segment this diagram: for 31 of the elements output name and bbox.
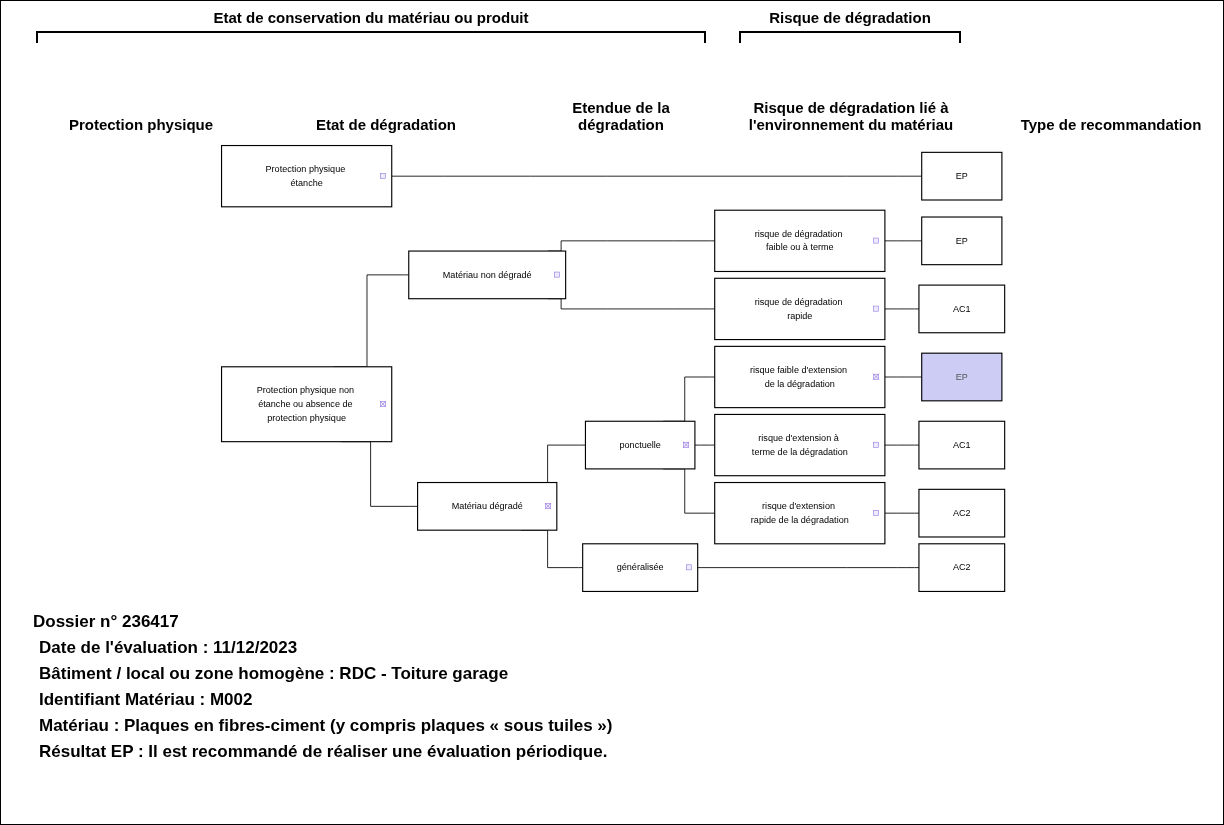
column-heading: Etendue de la dégradation [571,98,671,133]
column-heading: Protection physique [67,115,215,133]
node-box: AC2 [918,488,1006,538]
node-box: généralisée [582,543,699,592]
info-line: Bâtiment / local ou zone homogène : RDC - Toiture garage [38,663,510,685]
node-box: EP [921,151,1003,201]
node-box: EP [921,352,1003,402]
info-line: Date de l'évaluation : 11/12/2023 [38,637,299,659]
node-box: EP [921,216,1003,266]
node-box: risque de dégradation rapide [714,277,886,341]
node-box: Matériau non dégradé [408,250,567,300]
group-heading: Etat de conservation du matériau ou produit [212,9,530,26]
node-box: AC1 [918,284,1006,334]
info-line: Matériau : Plaques en fibres-ciment (y compris plaques « sous tuiles ») [38,715,613,737]
info-line: Identifiant Matériau : M002 [38,689,254,711]
column-heading: Type de recommandation [1019,115,1203,133]
node-box: risque d'extension à terme de la dégradation [714,413,886,477]
node-box: Protection physique non étanche ou absence de protection physique [221,366,393,443]
node-box: risque de dégradation faible ou à terme [714,209,886,273]
info-line: Résultat EP : Il est recommandé de réaliser une évaluation périodique. [38,741,609,763]
group-heading: Risque de dégradation [768,9,932,26]
node-box: AC1 [918,420,1006,470]
node-box: risque faible d'extension de la dégradation [714,345,886,409]
column-heading: Etat de dégradation [315,115,457,133]
node-box: Protection physique étanche [221,144,393,208]
node-box: AC2 [918,543,1006,592]
node-box: Matériau dégradé [417,481,558,531]
column-heading: Risque de dégradation lié à l'environnement du matériau [747,98,955,133]
info-line: Dossier n° 236417 [33,611,180,633]
node-box: risque d'extension rapide de la dégradation [714,481,886,545]
node-box: ponctuelle [585,420,696,470]
